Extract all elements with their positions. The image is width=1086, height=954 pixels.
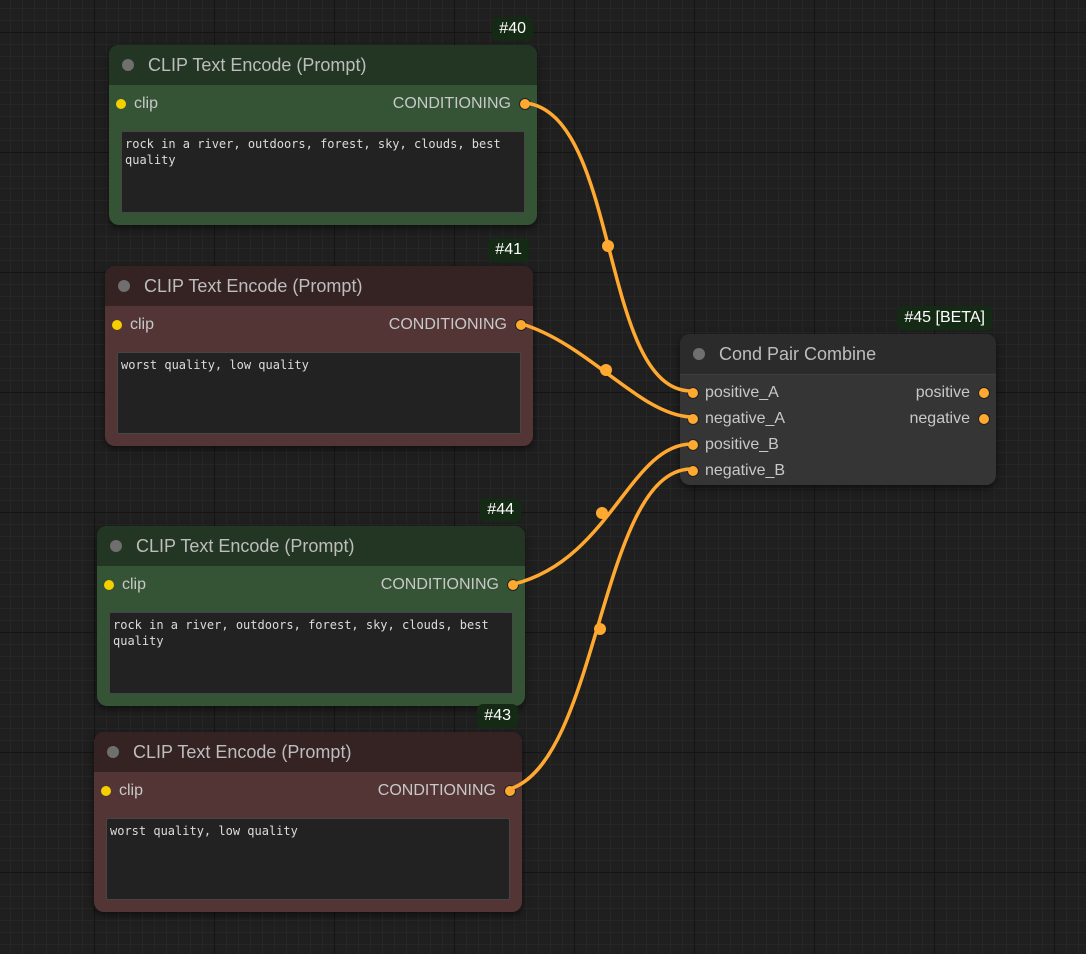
input-slot-label: clip: [130, 316, 155, 333]
input-slot-label: clip: [134, 95, 159, 112]
node-title: CLIP Text Encode (Prompt): [136, 536, 355, 556]
input-slot-label: clip: [119, 782, 144, 799]
clip-text-encode-node-41[interactable]: #41 CLIP Text Encode (Prompt) clip CONDI…: [105, 238, 533, 446]
slot-row: negative_A negative: [680, 406, 996, 432]
output-slot-label: CONDITIONING: [380, 576, 499, 593]
collapse-dot-icon[interactable]: [693, 348, 705, 360]
node-title-bar[interactable]: Cond Pair Combine: [680, 334, 996, 375]
slot-row: negative_B: [680, 458, 996, 484]
input-dot-icon[interactable]: [101, 786, 111, 796]
input-dot-icon[interactable]: [687, 465, 699, 477]
output-slot-label: positive: [915, 384, 970, 401]
cond-pair-combine-node-45[interactable]: #45 [BETA] Cond Pair Combine positive_A …: [680, 306, 996, 485]
node-title-bar[interactable]: CLIP Text Encode (Prompt): [97, 526, 525, 566]
output-dot-icon[interactable]: [978, 387, 990, 399]
collapse-dot-icon[interactable]: [118, 280, 130, 292]
node-title: CLIP Text Encode (Prompt): [144, 276, 363, 296]
output-dot-icon[interactable]: [978, 413, 990, 425]
output-slot-label: negative: [909, 410, 971, 427]
node-title: CLIP Text Encode (Prompt): [133, 742, 352, 762]
node-id-badge: #40: [492, 17, 533, 41]
input-dot-icon[interactable]: [687, 387, 699, 399]
prompt-textarea[interactable]: rock in a river, outdoors, forest, sky, …: [121, 131, 525, 213]
node-title-bar[interactable]: CLIP Text Encode (Prompt): [109, 45, 537, 85]
prompt-textarea[interactable]: worst quality, low quality: [117, 352, 521, 434]
output-slot-conditioning[interactable]: CONDITIONING: [378, 778, 516, 804]
slot-row: clip CONDITIONING: [105, 312, 533, 338]
input-slot-positive-a[interactable]: positive_A: [687, 380, 779, 406]
node-body: positive_A positive negative_A negative …: [680, 375, 996, 484]
slot-row: clip CONDITIONING: [109, 91, 537, 117]
collapse-dot-icon[interactable]: [107, 746, 119, 758]
input-dot-icon[interactable]: [112, 320, 122, 330]
link-midpoint-dot[interactable]: [594, 623, 606, 635]
input-slot-clip[interactable]: clip: [104, 572, 146, 598]
output-dot-icon[interactable]: [519, 98, 531, 110]
input-slot-label: positive_A: [705, 384, 779, 401]
output-slot-label: CONDITIONING: [388, 316, 507, 333]
input-slot-label: negative_A: [705, 410, 786, 427]
slot-row: clip CONDITIONING: [94, 778, 522, 804]
node-title-bar[interactable]: CLIP Text Encode (Prompt): [105, 266, 533, 306]
collapse-dot-icon[interactable]: [110, 540, 122, 552]
slot-row: positive_A positive: [680, 380, 996, 406]
output-slot-conditioning[interactable]: CONDITIONING: [393, 91, 531, 117]
input-slot-negative-a[interactable]: negative_A: [687, 406, 785, 432]
input-slot-negative-b[interactable]: negative_B: [687, 458, 785, 484]
output-slot-label: CONDITIONING: [392, 95, 511, 112]
clip-text-encode-node-43[interactable]: #43 CLIP Text Encode (Prompt) clip CONDI…: [94, 704, 522, 912]
clip-text-encode-node-40[interactable]: #40 CLIP Text Encode (Prompt) clip CONDI…: [109, 17, 537, 225]
input-slot-clip[interactable]: clip: [112, 312, 154, 338]
input-slot-clip[interactable]: clip: [101, 778, 143, 804]
input-slot-label: negative_B: [705, 462, 786, 479]
input-dot-icon[interactable]: [104, 580, 114, 590]
output-dot-icon[interactable]: [515, 319, 527, 331]
node-id-badge: #41: [488, 238, 529, 262]
link-wire-40-to-positive-a[interactable]: [524, 101, 693, 393]
node-id-badge: #44: [480, 498, 521, 522]
input-slot-label: clip: [122, 576, 147, 593]
link-wire-44-to-positive-b[interactable]: [512, 442, 693, 586]
node-title-bar[interactable]: CLIP Text Encode (Prompt): [94, 732, 522, 772]
output-dot-icon[interactable]: [507, 579, 519, 591]
output-slot-positive[interactable]: positive: [916, 380, 990, 406]
output-slot-label: CONDITIONING: [377, 782, 496, 799]
node-title: CLIP Text Encode (Prompt): [148, 55, 367, 75]
output-slot-negative[interactable]: negative: [909, 406, 990, 432]
link-midpoint-dot[interactable]: [602, 240, 614, 252]
link-midpoint-dot[interactable]: [600, 364, 612, 376]
input-slot-label: positive_B: [705, 436, 779, 453]
input-dot-icon[interactable]: [116, 99, 126, 109]
output-slot-conditioning[interactable]: CONDITIONING: [389, 312, 527, 338]
link-wire-41-to-negative-a[interactable]: [520, 322, 693, 419]
input-slot-positive-b[interactable]: positive_B: [687, 432, 779, 458]
prompt-textarea[interactable]: rock in a river, outdoors, forest, sky, …: [109, 612, 513, 694]
node-id-badge: #45 [BETA]: [897, 306, 992, 330]
output-slot-conditioning[interactable]: CONDITIONING: [381, 572, 519, 598]
node-id-badge: #43: [477, 704, 518, 728]
clip-text-encode-node-44[interactable]: #44 CLIP Text Encode (Prompt) clip CONDI…: [97, 498, 525, 706]
collapse-dot-icon[interactable]: [122, 59, 134, 71]
output-dot-icon[interactable]: [504, 785, 516, 797]
node-title: Cond Pair Combine: [719, 344, 877, 364]
input-dot-icon[interactable]: [687, 439, 699, 451]
input-slot-clip[interactable]: clip: [116, 91, 158, 117]
slot-row: clip CONDITIONING: [97, 572, 525, 598]
link-midpoint-dot[interactable]: [596, 507, 608, 519]
prompt-textarea[interactable]: worst quality, low quality: [106, 818, 510, 900]
slot-row: positive_B: [680, 432, 996, 458]
link-wire-43-to-negative-b[interactable]: [508, 467, 693, 791]
input-dot-icon[interactable]: [687, 413, 699, 425]
